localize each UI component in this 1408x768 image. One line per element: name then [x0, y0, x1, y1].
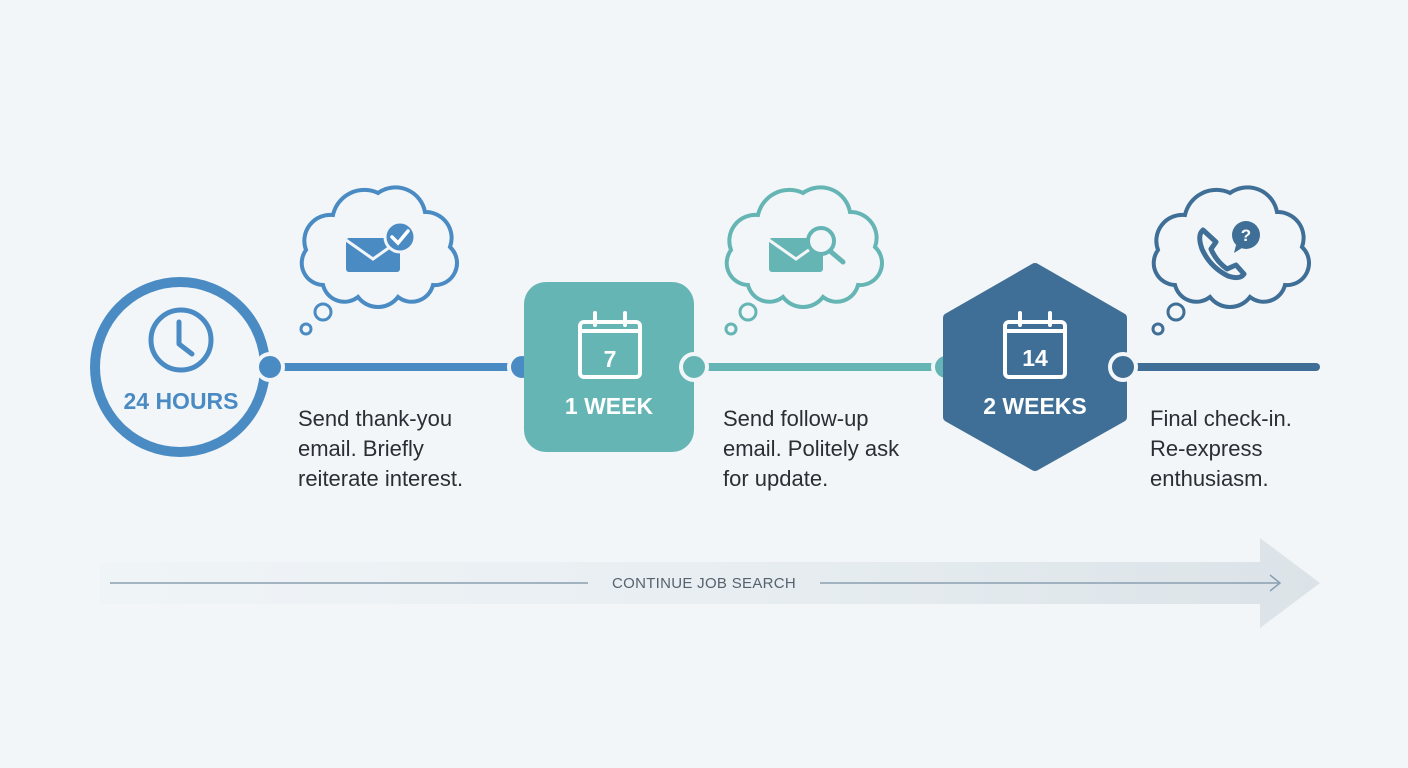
step-circle [90, 277, 270, 457]
connector-line [255, 352, 537, 382]
continue-label: CONTINUE JOB SEARCH [612, 575, 796, 592]
step-description: Final check-in. Re-express enthusiasm. [1150, 406, 1298, 491]
step-24-hours: 24 HOURS Send thank-you email. Briefly r… [90, 185, 537, 491]
email-check-icon [345, 220, 417, 272]
calendar-icon: 7 [578, 311, 642, 379]
phone-question-icon: ? [1197, 221, 1260, 281]
thought-cloud [299, 185, 459, 309]
thought-bubble [313, 302, 333, 322]
thought-bubble [738, 302, 758, 322]
step-2-weeks: 14 2 WEEKS ? Final check-in. Re-express … [943, 185, 1320, 491]
svg-text:?: ? [1241, 226, 1251, 245]
thought-bubble [1166, 302, 1186, 322]
email-search-icon [768, 226, 846, 272]
thought-cloud [724, 185, 884, 309]
continue-job-search-arrow: CONTINUE JOB SEARCH [100, 538, 1320, 628]
clock-icon [148, 307, 214, 373]
step-description: Send thank-you email. Briefly reiterate … [298, 406, 463, 491]
step-square [524, 282, 694, 452]
thought-bubble [299, 322, 313, 336]
step-1-week: 7 1 WEEK Send follow-up email. Politely … [524, 185, 961, 491]
calendar-number: 14 [1022, 345, 1048, 371]
step-label: 2 WEEKS [983, 393, 1087, 419]
step-hexagon [943, 263, 1127, 471]
step-description: Send follow-up email. Politely ask for u… [723, 406, 905, 491]
calendar-icon: 14 [1003, 311, 1067, 379]
step-label: 24 HOURS [123, 388, 238, 414]
thought-bubble [724, 322, 738, 336]
calendar-number: 7 [604, 346, 617, 372]
step-label: 1 WEEK [565, 393, 654, 419]
connector-line [679, 352, 961, 382]
connector-line [1108, 352, 1320, 382]
thought-bubble [1151, 322, 1165, 336]
thought-cloud: ? [1151, 185, 1311, 309]
